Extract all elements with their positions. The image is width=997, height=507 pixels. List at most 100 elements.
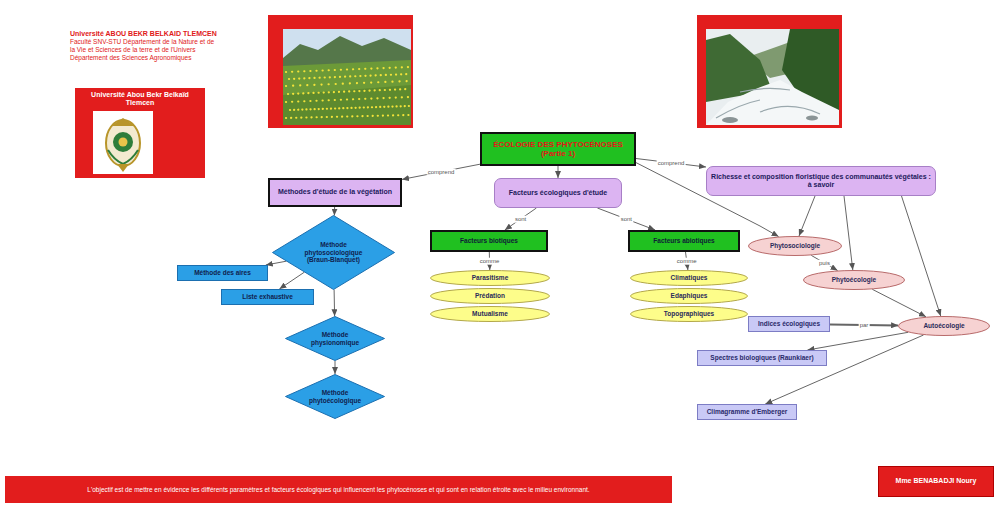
node-text-group: Méthode phytoécologique: [305, 389, 365, 404]
node-text-group: Méthodes d'étude de la végétation: [274, 188, 396, 196]
node-text-group: L'objectif est de mettre en évidence les…: [9, 486, 668, 493]
node-text-group: Autoécologie: [923, 322, 964, 329]
connector: [636, 159, 706, 168]
logo-panel: [75, 88, 205, 178]
node-text: Phytosociologie: [770, 242, 820, 249]
connector: [597, 208, 655, 230]
edge-label: comme: [676, 258, 698, 265]
node-text: Prédation: [475, 292, 505, 299]
method-box: Méthode des aires: [177, 265, 268, 281]
method-diamond: Méthode physionomique: [285, 316, 385, 361]
factor-ellipse: Parasitisme: [430, 270, 550, 286]
node-text: Méthode phytoécologique: [305, 389, 365, 404]
node-text-group: Phytosociologie: [770, 242, 820, 249]
node-text-group: Mme BENABADJI Noury: [883, 477, 989, 485]
node-text: Mutualisme: [472, 310, 508, 317]
node-text: L'objectif est de mettre en évidence les…: [9, 486, 668, 493]
node-text: Autoécologie: [923, 322, 964, 329]
node-text: Parasitisme: [472, 274, 509, 281]
ellipse-shape: [631, 307, 748, 322]
method-diamond: Méthode phytoécologique: [285, 374, 385, 419]
node-text: Spectres biologiques (Raunkiaer): [702, 354, 822, 361]
concept-ellipse: Autoécologie: [898, 316, 990, 336]
ellipse-shape: [631, 271, 748, 286]
node-text: Université Abou Bekr Belkaïd Tlemcen: [79, 91, 201, 107]
node-text: Méthode phytosociologique (Braun-Blanque…: [297, 241, 371, 263]
edge-label: comprend: [427, 169, 456, 176]
ellipse-shape: [804, 271, 905, 290]
factor-ellipse: Climatiques: [630, 270, 748, 286]
diamond-shape: [286, 317, 385, 361]
connector: [799, 196, 815, 236]
factor-ellipse: Edaphiques: [630, 288, 748, 304]
diamond-shape: [273, 216, 395, 290]
ellipse-shape: [431, 307, 550, 322]
connector: [811, 255, 837, 270]
node-text-group: Edaphiques: [671, 292, 708, 299]
node-text-group: Méthode physionomique: [305, 331, 365, 346]
connector: [266, 261, 287, 265]
edge-label: par: [859, 322, 870, 329]
connector: [334, 207, 335, 216]
meadow-photo: [268, 15, 413, 128]
node-text-group: Méthode phytosociologique (Braun-Blanque…: [297, 241, 371, 263]
river-photo: [697, 15, 842, 128]
ellipse-shape: [431, 289, 550, 304]
node-text: Liste exhaustive: [226, 293, 309, 300]
factor-box: Facteurs biotiques: [430, 230, 548, 252]
factor-box: Facteurs abiotiques: [628, 230, 740, 252]
node-text: Climagramme d'Emberger: [702, 408, 792, 415]
factor-ellipse: Prédation: [430, 288, 550, 304]
header-text-group: Université ABOU BEKR BELKAID TLEMCENFacu…: [70, 30, 220, 62]
node-text: Méthode des aires: [182, 269, 263, 276]
node-text: Topographiques: [664, 310, 714, 317]
concept-box: Méthodes d'étude de la végétation: [268, 178, 402, 207]
tool-box: Climagramme d'Emberger: [697, 404, 797, 420]
node-text-group: Phytoécologie: [832, 276, 876, 283]
method-diamond: Méthode phytosociologique (Braun-Blanque…: [272, 215, 395, 290]
connector: [872, 289, 926, 317]
concept-box: Facteurs écologiques d'étude: [494, 178, 622, 208]
node-text: Edaphiques: [671, 292, 708, 299]
connector: [844, 196, 853, 270]
concept-ellipse: Phytoécologie: [803, 270, 905, 290]
factor-ellipse: Topographiques: [630, 306, 748, 322]
connector: [902, 196, 941, 316]
connector: [279, 272, 304, 289]
node-text-group: Richesse et composition floristique des …: [711, 173, 931, 189]
concept-ellipse: Phytosociologie: [748, 236, 842, 256]
node-text: Mme BENABADJI Noury: [883, 477, 989, 485]
node-text: Méthodes d'étude de la végétation: [274, 188, 396, 196]
edge-label: sont: [514, 216, 527, 223]
node-text: Méthode physionomique: [305, 331, 365, 346]
node-text: Facteurs écologiques d'étude: [499, 189, 617, 197]
method-box: Liste exhaustive: [221, 289, 314, 305]
connector: [765, 335, 923, 404]
node-text: Richesse et composition floristique des …: [711, 173, 931, 189]
node-text-group: Liste exhaustive: [226, 293, 309, 300]
node-text-group: Topographiques: [664, 310, 714, 317]
node-text-group: Facteurs biotiques: [436, 237, 542, 244]
author-box: Mme BENABADJI Noury: [878, 466, 994, 497]
node-text-group: Méthode des aires: [182, 269, 263, 276]
factor-ellipse: Mutualisme: [430, 306, 550, 322]
objective-band: L'objectif est de mettre en évidence les…: [5, 476, 672, 503]
connector: [334, 290, 336, 317]
node-text-group: Facteurs abiotiques: [634, 237, 734, 244]
node-text-group: Spectres biologiques (Raunkiaer): [702, 354, 822, 361]
header-text: Faculté SNV-STU Département de la Nature…: [70, 38, 220, 61]
ellipse-shape: [431, 271, 550, 286]
ellipse-shape: [631, 289, 748, 304]
ellipse-shape: [899, 317, 990, 336]
edge-label: comprend: [657, 159, 686, 166]
logo-box: Université Abou Bekr Belkaïd Tlemcen: [75, 88, 205, 112]
node-text: Phytoécologie: [832, 276, 876, 283]
node-text-group: ÉCOLOGIE DES PHYTOCÉNOSES (Partie 1): [486, 140, 630, 158]
tool-box: Spectres biologiques (Raunkiaer): [697, 350, 827, 366]
connector: [558, 166, 559, 178]
ellipse-shape: [749, 237, 842, 256]
tool-box: Indices écologiques: [748, 316, 830, 332]
